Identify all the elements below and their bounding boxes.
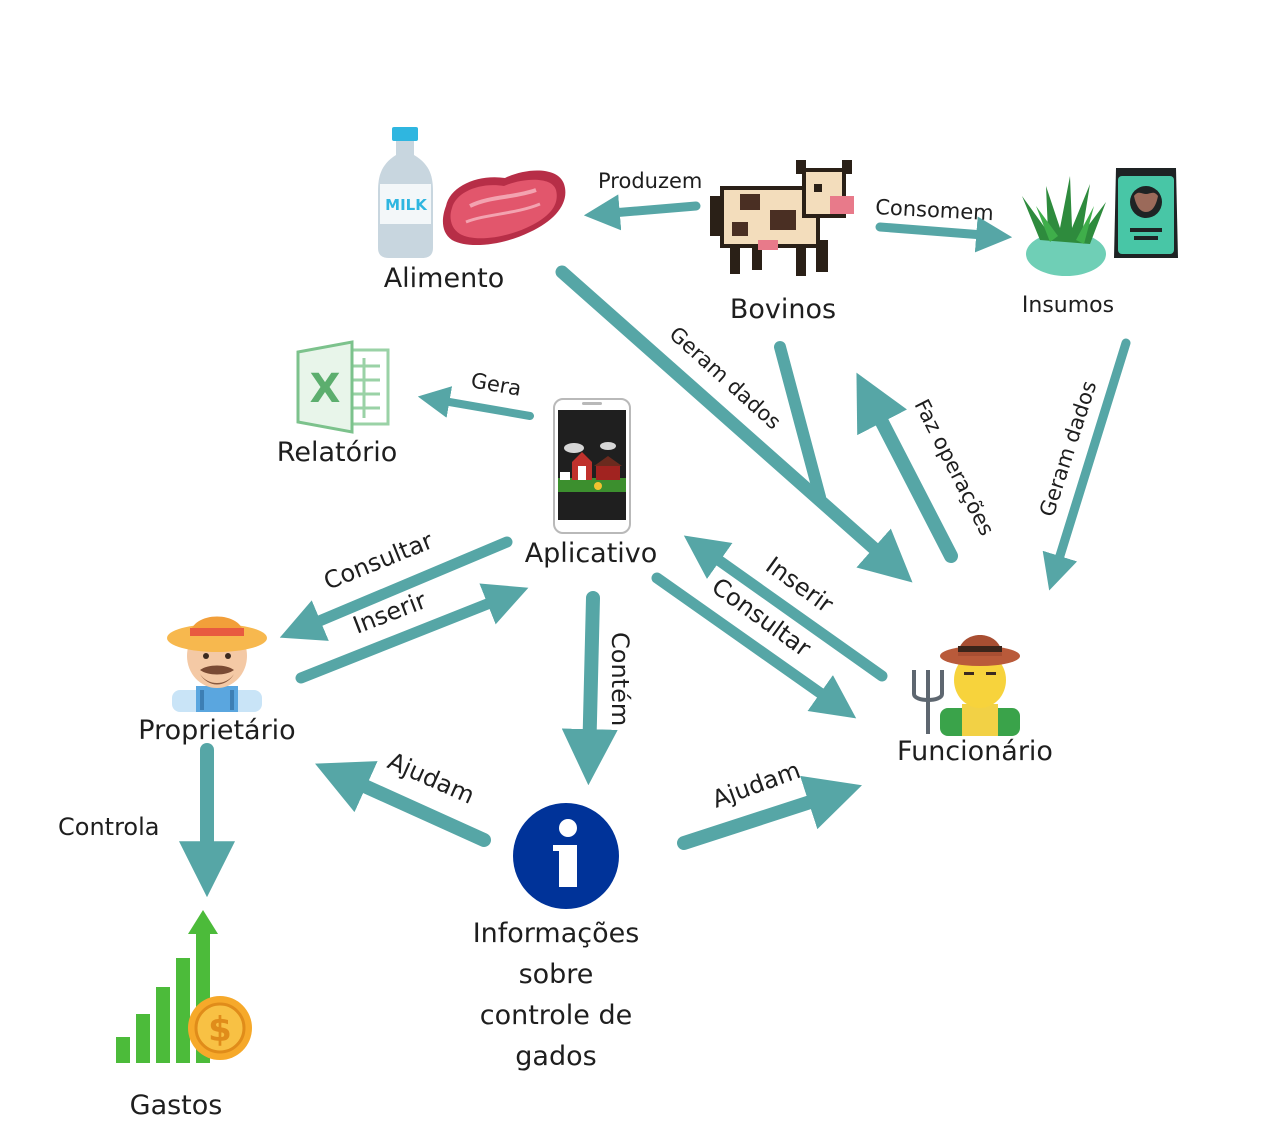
node-label-funcionario: Funcionário <box>897 736 1053 767</box>
node-label-informacoes-line-3: controle de <box>480 1000 633 1031</box>
node-label-gastos: Gastos <box>130 1090 223 1121</box>
edge-label-produzem: Produzem <box>598 169 702 193</box>
edge-label-contem: Contém <box>606 632 634 726</box>
steak-icon <box>442 170 566 246</box>
node-alimento: MILK Alimento <box>378 127 566 294</box>
node-funcionario: Funcionário <box>897 635 1053 767</box>
edge-contem <box>561 591 618 786</box>
node-label-relatorio: Relatório <box>277 437 397 468</box>
feed-bag-icon <box>1114 168 1178 258</box>
node-aplicativo: Aplicativo <box>525 398 658 569</box>
milk-label: MILK <box>385 196 428 214</box>
edge-consultar-proprietario <box>279 536 513 641</box>
node-label-informacoes-line-4: gados <box>515 1041 596 1072</box>
edge-inserir-funcionario <box>683 535 888 682</box>
node-bovinos: Bovinos <box>710 160 854 325</box>
node-informacoes: Informações sobre controle de gados <box>473 803 640 1072</box>
node-label-proprietario: Proprietário <box>138 715 295 746</box>
edge-label-gera: Gera <box>469 368 523 400</box>
edge-inserir-proprietario <box>295 583 529 684</box>
info-icon <box>513 803 619 909</box>
farm-worker-icon <box>912 635 1020 736</box>
node-label-bovinos: Bovinos <box>730 294 836 325</box>
edge-label-consomem: Consomem <box>875 195 995 225</box>
node-proprietario: Proprietário <box>138 616 296 746</box>
node-relatorio: X Relatório <box>277 340 397 468</box>
node-label-insumos: Insumos <box>1022 293 1114 318</box>
cow-icon <box>710 160 854 276</box>
node-label-informacoes-line-2: sobre <box>519 959 594 990</box>
edge-faz-operacoes <box>856 372 958 563</box>
phone-farm-app-icon <box>553 398 631 534</box>
edge-label-faz-operacoes: Faz operações <box>910 395 999 539</box>
farmer-owner-icon <box>167 616 267 712</box>
edge-bovinos-merge <box>774 341 826 503</box>
node-label-informacoes-line-1: Informações <box>473 918 640 949</box>
node-insumos: Insumos <box>1022 168 1178 318</box>
milk-bottle-icon: MILK <box>378 127 433 258</box>
svg-text:X: X <box>310 366 341 412</box>
node-label-alimento: Alimento <box>384 263 505 294</box>
edge-consomem <box>875 216 1013 253</box>
node-gastos: $ Gastos <box>116 910 252 1121</box>
edge-ajudam-proprietario <box>315 761 491 847</box>
edge-label-controla: Controla <box>58 813 159 841</box>
edge-alimento-funcionario <box>555 265 913 583</box>
node-label-aplicativo: Aplicativo <box>525 538 658 569</box>
edge-label-consultar-proprietario: Consultar <box>320 526 437 595</box>
edge-produzem <box>583 194 701 231</box>
expenses-chart-icon: $ <box>116 910 252 1063</box>
edge-consultar-funcionario <box>651 572 857 719</box>
spreadsheet-icon: X <box>296 340 390 434</box>
grass-icon <box>1022 176 1106 276</box>
edge-gera <box>417 386 534 420</box>
edge-ajudam-funcionario <box>677 775 862 850</box>
edge-insumos-funcionario <box>1042 338 1131 591</box>
svg-text:$: $ <box>208 1010 232 1050</box>
